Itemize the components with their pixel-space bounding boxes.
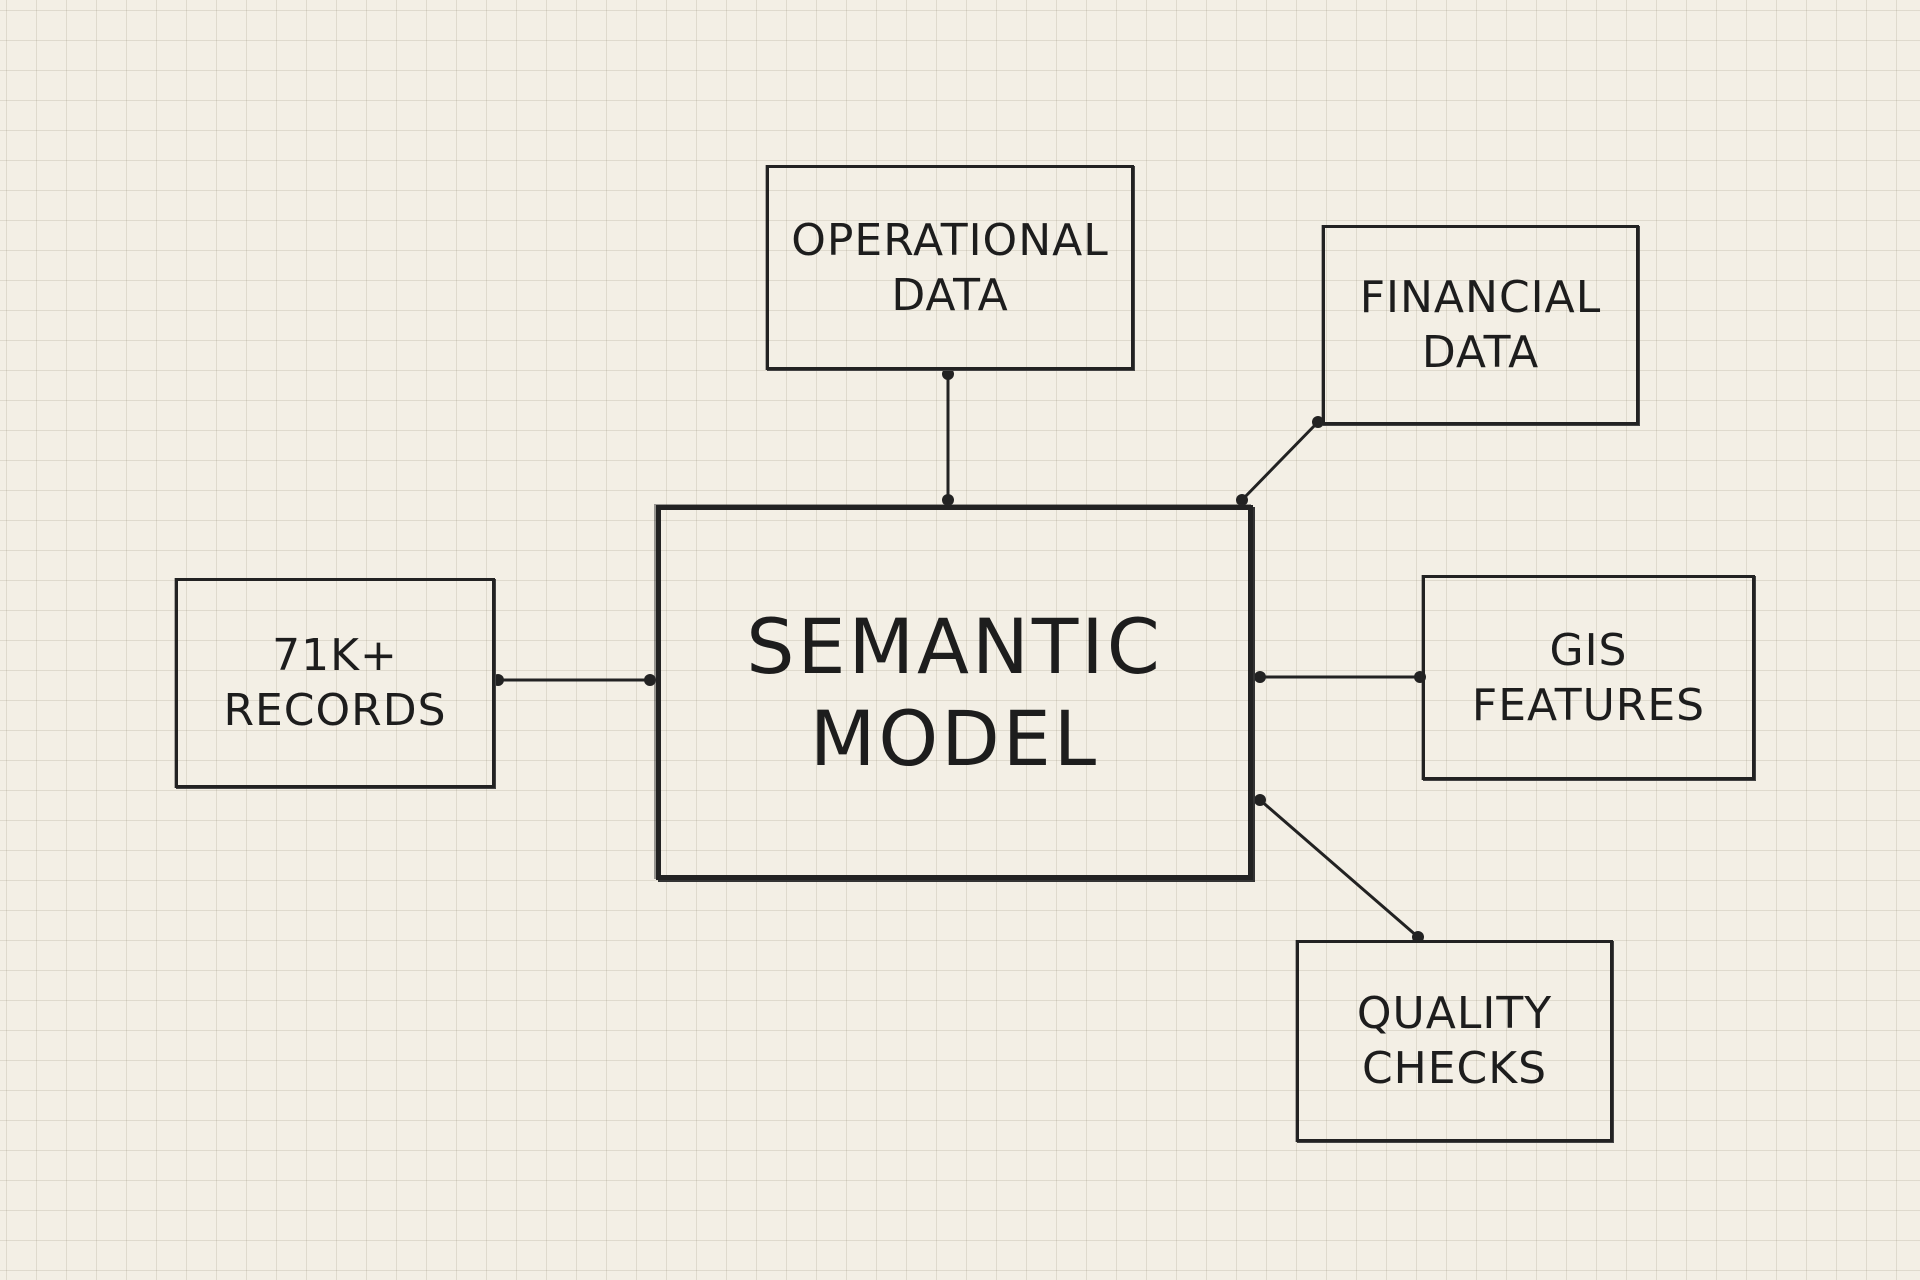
connector-semantic-model-to-quality-checks — [1258, 798, 1420, 939]
operational-data-label-line-1: OPERATIONAL — [791, 214, 1109, 266]
connector-dot-semantic-model — [1254, 794, 1266, 806]
gis-features-box: GIS FEATURES — [1422, 575, 1755, 780]
semantic-model-label-line-2: MODEL — [809, 693, 1100, 783]
connector-financial-data-to-semantic-model — [1240, 420, 1320, 502]
quality-checks-label-line-1: QUALITY — [1356, 988, 1553, 1039]
financial-data-box: FINANCIAL DATA — [1322, 225, 1639, 425]
records-label-line-2: RECORDS — [223, 685, 447, 736]
operational-data-label-line-2: DATA — [891, 269, 1009, 321]
gis-features-label-line-1: GIS — [1549, 624, 1628, 676]
quality-checks-label-line-2: CHECKS — [1361, 1043, 1548, 1094]
records-box: 71K+ RECORDS — [175, 578, 495, 788]
connector-dot-semantic-model — [644, 674, 656, 686]
connector-dot-records — [492, 674, 504, 686]
semantic-model-box: SEMANTIC MODEL — [656, 505, 1253, 880]
records-label-line-1: 71K+ — [272, 630, 398, 681]
connector-dot-financial-data — [1312, 416, 1324, 428]
financial-data-label-line-1: FINANCIAL — [1359, 272, 1602, 323]
quality-checks-box: QUALITY CHECKS — [1296, 940, 1613, 1142]
semantic-model-label-line-1: SEMANTIC — [746, 602, 1163, 692]
operational-data-box: OPERATIONAL DATA — [766, 165, 1134, 370]
connector-dot-semantic-model — [1254, 671, 1266, 683]
connector-dot-operational-data — [942, 368, 954, 380]
gis-features-label-line-2: FEATURES — [1471, 679, 1706, 731]
connector-dot-semantic-model — [1236, 494, 1248, 506]
financial-data-label-line-2: DATA — [1421, 327, 1540, 378]
connector-dot-semantic-model — [942, 494, 954, 506]
